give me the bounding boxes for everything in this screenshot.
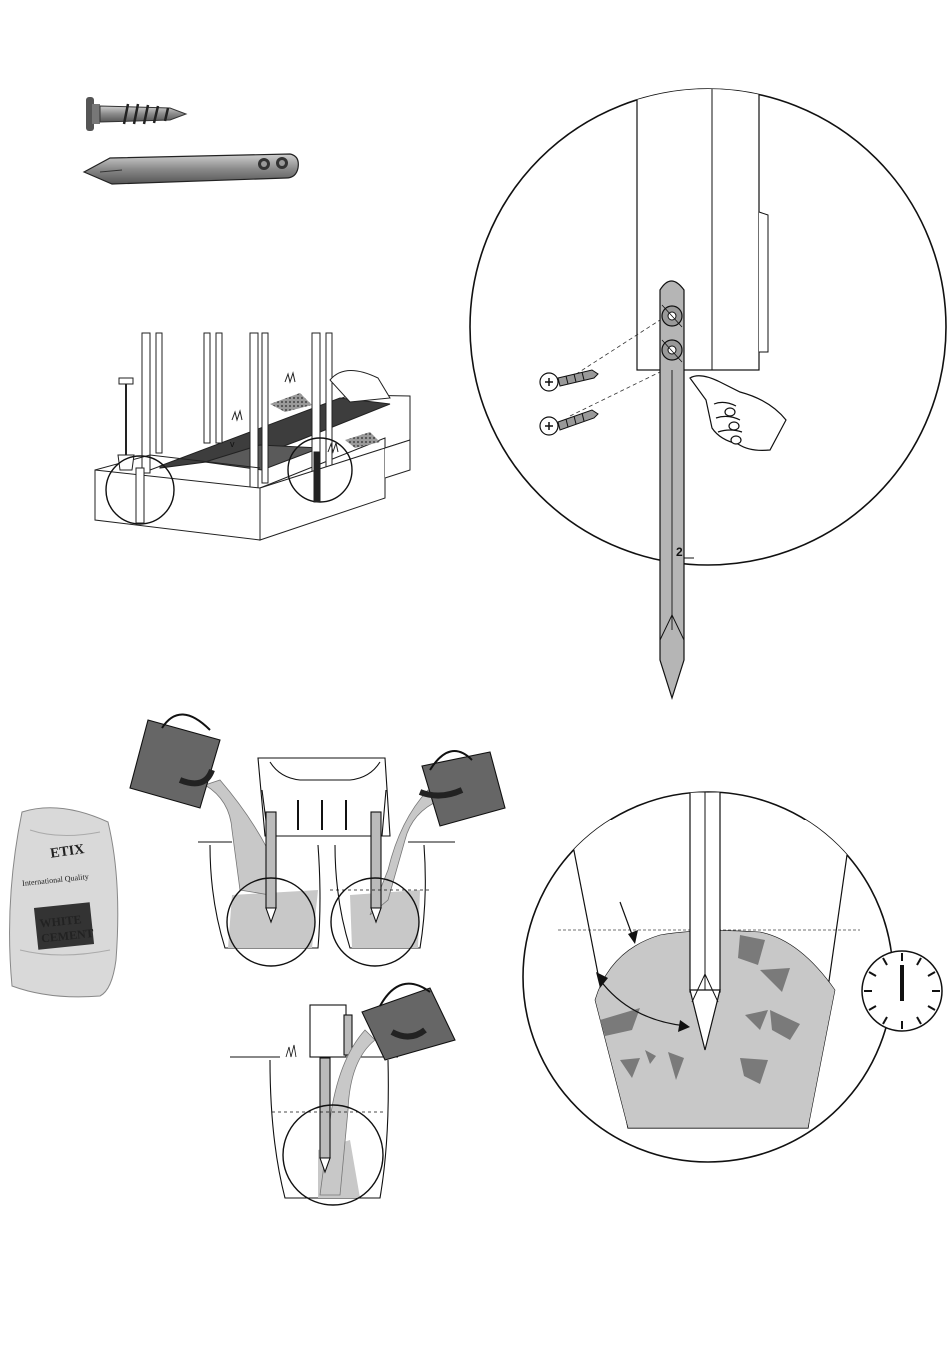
clock-icon: [862, 951, 942, 1031]
cement-bag-image: WHITE CEMENT International Quality ETIX: [10, 808, 118, 997]
stake-number: 2: [676, 545, 683, 559]
bucket-left: [130, 714, 220, 808]
bucket-right: [420, 751, 505, 826]
pouring-concrete-single-hole: [230, 984, 455, 1205]
screw-icon: [86, 97, 186, 131]
pouring-concrete-two-holes: [130, 714, 505, 966]
stake-attachment-detail: 2: [470, 80, 946, 698]
svg-text:v: v: [230, 439, 235, 449]
bucket-single: [362, 984, 455, 1060]
concrete-footing-detail: [523, 792, 893, 1162]
sandpit-overview-illustration: v: [95, 333, 410, 540]
anchor-stake-icon: [84, 154, 298, 184]
